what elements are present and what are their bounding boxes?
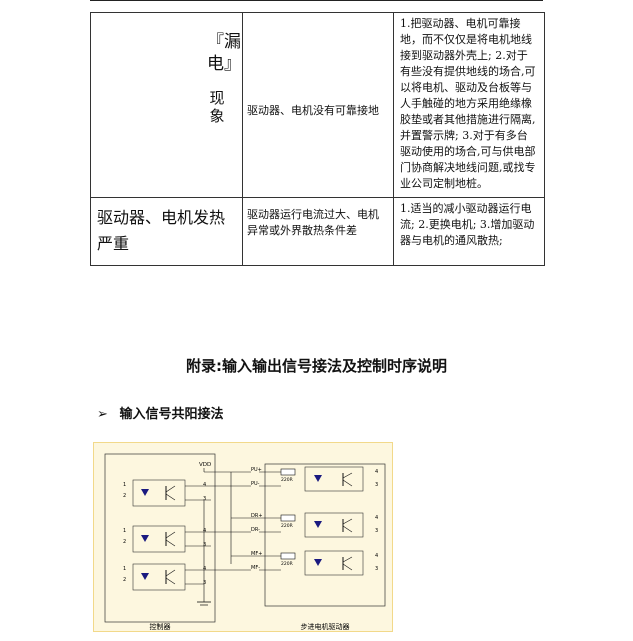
resistor-icon	[280, 552, 296, 560]
troubleshooting-table: 『漏电』 现象 驱动器、电机没有可靠接地 1.把驱动器、电机可靠接地，而不仅仅是…	[90, 12, 545, 266]
appendix-title: 附录:输入输出信号接法及控制时序说明	[185, 357, 447, 375]
svg-text:3: 3	[203, 496, 206, 502]
wiring-diagram: 控制器 步进电机驱动器 VDD 1 2 4 3 PU+ PU- 220R 4 3	[93, 442, 393, 632]
symptom-text: 驱动器、电机发热严重	[97, 208, 226, 253]
svg-text:3: 3	[375, 528, 378, 534]
solution-text: 1.把驱动器、电机可靠接地，而不仅仅是将电机地线接到驱动器外壳上; 2.对于有些…	[400, 17, 536, 190]
table-row: 驱动器、电机发热严重 驱动器运行电流过大、电机异常或外界散热条件差 1.适当的减…	[90, 197, 545, 266]
signal-channel: 1 2 4 3 PU+ PU- 220R 4 3	[123, 466, 378, 507]
svg-text:4: 4	[375, 515, 378, 521]
svg-text:1: 1	[123, 566, 126, 572]
cause-text: 驱动器、电机没有可靠接地	[247, 104, 379, 117]
svg-text:3: 3	[375, 482, 378, 488]
cause-text: 驱动器运行电流过大、电机异常或外界散热条件差	[247, 208, 379, 237]
symptom-cell: 驱动器、电机发热严重	[90, 197, 243, 266]
svg-text:3: 3	[203, 542, 206, 548]
svg-text:4: 4	[375, 469, 378, 475]
signal-plus-label: MF+	[251, 551, 262, 557]
signal-minus-label: DR-	[251, 527, 260, 533]
svg-text:4: 4	[203, 566, 206, 572]
cause-cell: 驱动器运行电流过大、电机异常或外界散热条件差	[242, 197, 394, 266]
signal-minus-label: MF-	[251, 565, 260, 571]
svg-text:220R: 220R	[281, 477, 293, 483]
signal-channel: 1 2 4 3 MF+ MF- 220R 4 3	[123, 500, 378, 592]
signal-channel: 1 2 4 3 DR+ DR- 220R 4 3	[123, 512, 378, 553]
symptom-leakage: 『漏电』	[207, 32, 241, 74]
svg-text:2: 2	[123, 577, 126, 583]
symptom-cell: 『漏电』 现象	[90, 12, 243, 198]
led-icon	[141, 535, 149, 542]
top-rule	[90, 0, 543, 1]
symptom-phenomenon: 现象	[209, 89, 225, 125]
svg-text:220R: 220R	[281, 561, 293, 567]
led-icon	[314, 559, 322, 566]
svg-text:2: 2	[123, 539, 126, 545]
driver-label: 步进电机驱动器	[301, 622, 350, 631]
driver-box	[264, 463, 386, 607]
solution-cell: 1.适当的减小驱动器运行电流; 2.更换电机; 3.增加驱动器与电机的通风散热;	[393, 197, 545, 266]
cause-cell: 驱动器、电机没有可靠接地	[242, 12, 394, 198]
svg-text:4: 4	[375, 553, 378, 559]
arrow-bullet-icon: ➢	[97, 407, 108, 422]
svg-text:4: 4	[203, 528, 206, 534]
signal-minus-label: PU-	[251, 481, 260, 487]
svg-text:3: 3	[203, 580, 206, 586]
led-icon	[314, 475, 322, 482]
controller-box	[104, 453, 216, 623]
led-icon	[141, 489, 149, 496]
signal-plus-label: PU+	[251, 467, 262, 473]
signal-plus-label: DR+	[251, 513, 263, 519]
resistor-icon	[280, 514, 296, 522]
vdd-label: VDD	[199, 462, 211, 468]
led-icon	[314, 521, 322, 528]
solution-text: 1.适当的减小驱动器运行电流; 2.更换电机; 3.增加驱动器与电机的通风散热;	[400, 202, 535, 247]
svg-text:4: 4	[203, 482, 206, 488]
solution-cell: 1.把驱动器、电机可靠接地，而不仅仅是将电机地线接到驱动器外壳上; 2.对于有些…	[393, 12, 545, 198]
section-heading: ➢ 输入信号共阳接法	[97, 403, 224, 422]
svg-text:1: 1	[123, 482, 126, 488]
led-icon	[141, 573, 149, 580]
resistor-icon	[280, 468, 296, 476]
svg-text:2: 2	[123, 493, 126, 499]
controller-label: 控制器	[150, 622, 171, 631]
svg-text:220R: 220R	[281, 523, 293, 529]
table-row: 『漏电』 现象 驱动器、电机没有可靠接地 1.把驱动器、电机可靠接地，而不仅仅是…	[90, 12, 545, 198]
svg-text:1: 1	[123, 528, 126, 534]
section-title: 输入信号共阳接法	[119, 407, 224, 422]
svg-text:3: 3	[375, 566, 378, 572]
